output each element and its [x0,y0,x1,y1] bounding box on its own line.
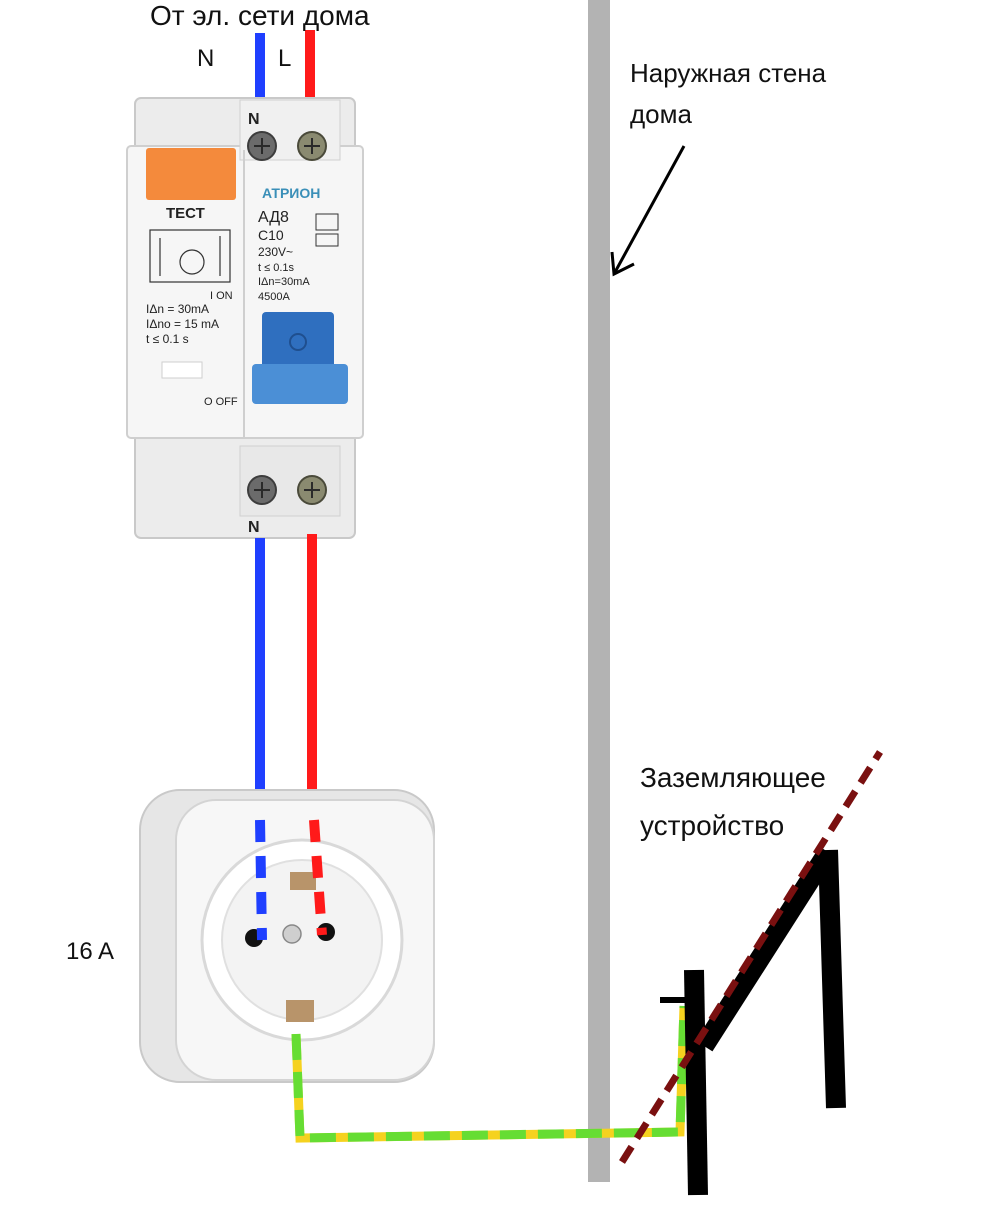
grounding-device [660,846,846,1196]
breaker-lever[interactable] [252,312,348,404]
idn-label: IΔn=30mA [258,276,310,288]
curve-label: С10 [258,227,284,243]
ground-device-label-line1: Заземляющее [640,762,826,793]
bottom-terminal-n-label: N [248,519,260,536]
socket-center-screw [282,924,302,944]
exterior-wall [588,0,610,1182]
eac-mark-icon [315,213,339,247]
left-rating-3: t ≤ 0.1 s [146,332,189,346]
power-socket [139,789,435,1083]
wall-label-line1: Наружная стена [630,58,827,88]
socket-ground-clip-bottom [286,1000,314,1022]
breaker-schematic-icon [149,229,231,283]
neutral-wire-dashed [255,819,267,941]
off-label: O OFF [204,396,238,408]
top-terminal-n-label: N [248,111,260,128]
wall-arrow-icon [610,145,686,277]
line-label: L [278,45,292,72]
rcbo-breaker: N ТЕСТ I ON IΔn = 30mA IΔno = 15 mA t ≤ … [126,97,364,539]
neutral-label: N [197,45,215,72]
line-wire-dashed [309,819,327,936]
socket-rating-label: 16 A [66,938,115,965]
breaking-capacity-label: 4500A [258,291,290,303]
test-label: ТЕСТ [166,205,205,222]
wall-label-line2: дома [630,99,692,129]
model-label: АД8 [258,209,289,226]
ground-wire-green [291,1005,689,1143]
left-rating-2: IΔno = 15 mA [146,317,219,331]
voltage-label: 230V~ [258,245,293,259]
trip-time-label: t ≤ 0.1s [258,262,294,274]
brand-label: АТРИОН [262,185,320,201]
dashed-diagonal-line [619,750,883,1164]
on-label: I ON [210,290,233,302]
ground-device-label-line2: устройство [640,810,785,841]
test-button[interactable] [146,148,236,200]
socket-ground-clip-top [290,872,316,890]
source-label: От эл. сети дома [150,0,370,31]
left-rating-1: IΔn = 30mA [146,302,209,316]
